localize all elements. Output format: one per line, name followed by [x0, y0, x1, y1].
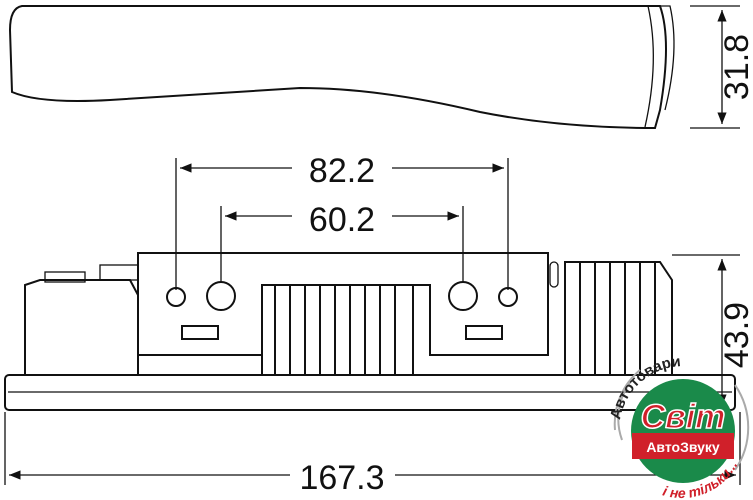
mount-hole	[166, 287, 186, 307]
front-view	[4, 252, 736, 411]
dimension-167-3: 167.3	[4, 412, 741, 497]
fins-right	[549, 261, 673, 375]
dimension-43-9: 43.9	[672, 254, 753, 406]
mount-hole	[498, 287, 518, 307]
brand-text: Світ	[641, 398, 726, 436]
side-view	[8, 5, 675, 130]
slot	[181, 325, 219, 340]
dim-167-3-label: 167.3	[299, 459, 384, 497]
dimension-60-2: 60.2	[220, 201, 464, 282]
dim-43-9-label: 43.9	[718, 302, 753, 368]
dim-60-2-label: 60.2	[309, 201, 375, 239]
dim-82-2-label: 82.2	[309, 152, 375, 190]
dimension-82-2: 82.2	[175, 152, 509, 290]
slot	[465, 325, 503, 340]
fins-center	[261, 284, 414, 376]
mount-hole	[448, 281, 478, 311]
svg-text:АвтоЗвуку: АвтоЗвуку	[646, 439, 720, 455]
watermark-logo: Автотовари Світ АвтоЗвуку і не тільки...	[607, 353, 750, 500]
mount-hole	[206, 281, 236, 311]
dim-31-8-label: 31.8	[718, 34, 753, 100]
dimension-height-side: 31.8	[690, 5, 753, 129]
